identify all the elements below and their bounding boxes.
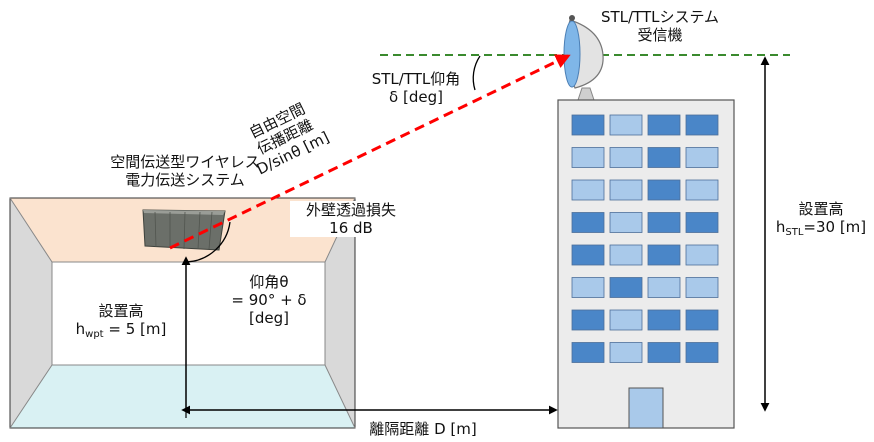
building-window [685,179,719,201]
room-edge [324,364,356,429]
building-window [609,212,643,233]
building-window [685,244,719,266]
building-window [647,309,681,331]
delta-angle-label-line1: STL/TTL仰角 [371,70,461,88]
distance-label-text: 離隔距離 D [m] [369,420,477,438]
room-outline [9,197,356,429]
building-window [647,277,681,298]
building-door [628,387,664,429]
building-window [609,342,643,363]
transmitter-label: 空間伝送型ワイヤレス 電力伝送システム [70,153,300,189]
room-edge [9,364,53,429]
building-window [685,277,719,298]
wpt-height-label: 設置高 hwpt = 5 [m] [60,302,182,344]
wall-loss-label-line1: 外壁透過損失 [305,201,396,219]
building-window [647,244,681,266]
building-window [685,147,719,168]
transmitter-panel [142,209,226,251]
building-window [647,114,681,136]
building-window [647,212,681,233]
building-window [685,212,719,233]
power-beam-arrow [169,54,571,250]
building-window [609,244,643,266]
building-window [685,342,719,363]
building-window [571,114,605,136]
theta-angle-label-line1: 仰角θ [249,273,289,291]
stl-height-label: 設置高 hSTL=30 [m] [768,200,874,242]
theta-angle-label-line3: [deg] [249,309,289,327]
building-window [685,309,719,331]
building [557,87,735,429]
building-window [571,309,605,331]
building-window [571,244,605,266]
building-window [609,114,643,136]
wall-loss-label-line2: 16 dB [329,219,373,237]
building-window [571,277,605,298]
building-window [571,147,605,168]
building-window [609,179,643,201]
delta-angle-label-line2: δ [deg] [389,88,443,106]
room-left-wall [10,198,52,428]
wpt-height-title: 設置高 [98,302,144,320]
room [9,197,356,429]
stl-height-value: hSTL=30 [m] [775,218,867,238]
building-window [647,179,681,201]
building-windows [571,114,719,363]
receiver-dish [563,15,604,89]
wpt-height-value: hwpt = 5 [m] [75,320,167,340]
receiver-label-line1: STL/TTLシステム [600,8,720,26]
building-window [609,309,643,331]
receiver-label-line2: 受信機 [637,26,683,44]
room-back-wall [52,262,325,365]
delta-angle-label: STL/TTL仰角 δ [deg] [352,70,480,106]
building-window [571,179,605,201]
receiver-mount [577,87,595,101]
room-edge [9,197,53,263]
theta-arc [185,221,231,263]
theta-angle-label: 仰角θ = 90° + δ [deg] [214,273,324,327]
transmitter-label-line2: 電力伝送システム [125,171,245,189]
building-window [685,114,719,136]
building-window [571,342,605,363]
building-window [609,277,643,298]
transmitter-label-line1: 空間伝送型ワイヤレス [110,153,260,171]
room-right-wall [325,198,355,428]
building-window [647,147,681,168]
delta-arc [472,55,481,91]
stl-height-title: 設置高 [798,200,844,218]
building-window [647,342,681,363]
theta-angle-label-line2: = 90° + δ [231,291,307,309]
room-floor [10,365,355,428]
building-window [571,212,605,233]
distance-label: 離隔距離 D [m] [348,420,498,438]
building-window [609,147,643,168]
receiver-label: STL/TTLシステム 受信機 [590,8,730,44]
wall-loss-label: 外壁透過損失 16 dB [290,201,412,237]
